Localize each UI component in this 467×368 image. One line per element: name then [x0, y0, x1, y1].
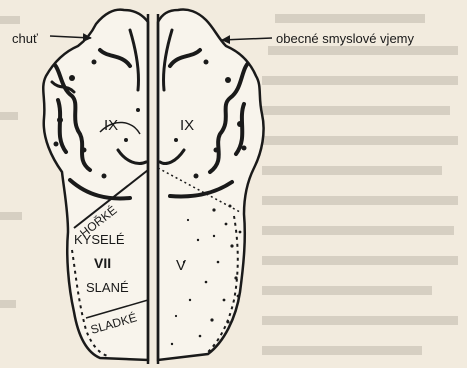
region-right-back-label: IX [180, 117, 194, 134]
right-tongue-half [158, 9, 264, 360]
region-salty-label: SLANÉ [86, 280, 129, 295]
general-sensation-arrow [222, 38, 272, 40]
taste-label: chuť [12, 31, 38, 46]
region-right-front-label: V [176, 257, 186, 274]
region-left-back-label: IX [104, 117, 118, 134]
taste-arrow [50, 36, 91, 38]
region-left-front-label: VII [94, 255, 111, 271]
left-tongue-half [43, 10, 148, 360]
general-sensation-label: obecné smyslové vjemy [276, 31, 414, 46]
region-sour-label: KYSELÉ [74, 232, 125, 247]
